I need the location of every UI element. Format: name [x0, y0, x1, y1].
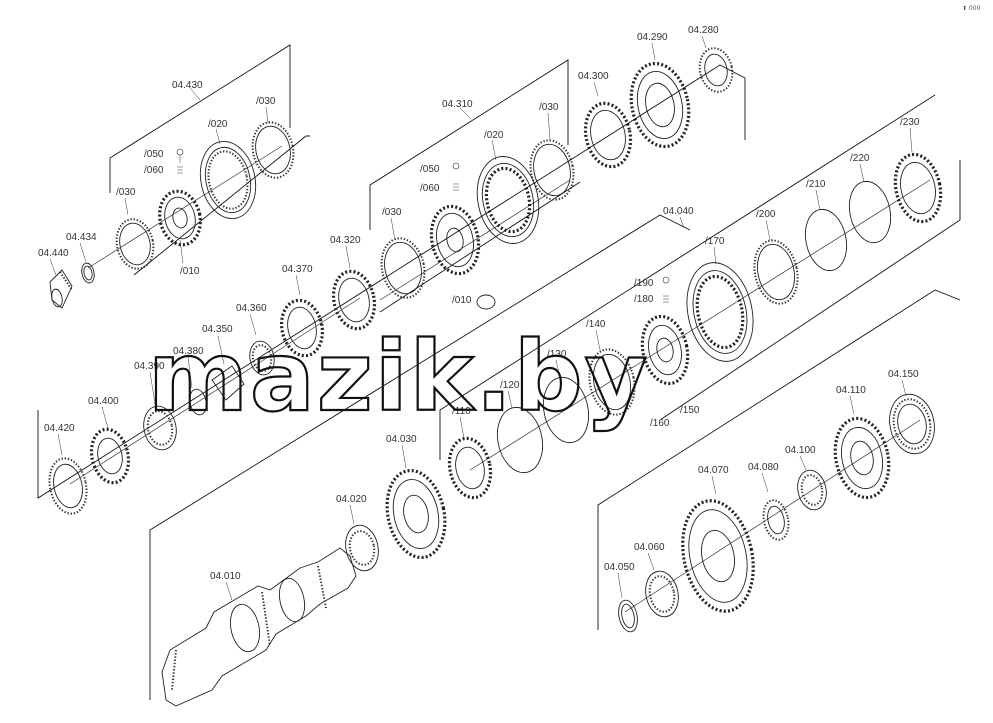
label-04-370: 04.370 [282, 264, 313, 275]
bracket-main-left [37, 64, 746, 499]
bracket-main-bottom [149, 214, 691, 700]
part-04-280: 04.280 [688, 25, 734, 93]
label-04-110: 04.110 [836, 385, 866, 396]
part-label-190: /190 [634, 278, 654, 289]
group-label-04-430: 04.430 [172, 80, 203, 91]
part-04-080: 04.080 [748, 462, 790, 541]
part-label-030-a: /030 [256, 96, 276, 107]
part-04-440: 04.440 [38, 248, 73, 309]
part-04-320: 04.320 [330, 235, 377, 331]
label-04-150: 04.150 [888, 369, 919, 380]
part-label-140: /140 [586, 319, 606, 330]
label-04-380: 04.380 [173, 346, 204, 357]
group-04-040: 04.040 /230 /220 /210 /200 /170 /190 /18… [439, 94, 961, 500]
part-label-210: /210 [806, 179, 826, 190]
label-04-400: 04.400 [88, 396, 119, 407]
label-04-320: 04.320 [330, 235, 361, 246]
part-label-120: /120 [500, 380, 520, 391]
part-04-300: 04.300 [578, 71, 633, 169]
label-04-050: 04.050 [604, 562, 635, 573]
group-04-430: 04.430 /030 /020 /050 /060 /010 /030 [87, 44, 310, 277]
label-04-020: 04.020 [336, 494, 367, 505]
part-04-010-shaft: 04.010 [161, 547, 357, 707]
part-04-150: 04.150 [888, 369, 935, 455]
part-label-310-010: /010 [452, 295, 472, 306]
label-04-434: 04.434 [66, 232, 97, 243]
part-label-310-030-a: /030 [539, 102, 559, 113]
part-04-390: 04.390 [134, 361, 177, 451]
part-04-400: 04.400 [88, 396, 131, 485]
part-label-170: /170 [705, 236, 725, 247]
part-04-100: 04.100 [785, 445, 827, 511]
label-04-100: 04.100 [785, 445, 816, 456]
label-04-440: 04.440 [38, 248, 69, 259]
part-04-370: 04.370 [279, 264, 325, 358]
part-label-020: /020 [208, 119, 228, 130]
part-04-360: 04.360 [236, 303, 275, 376]
part-04-020: 04.020 [336, 494, 379, 572]
part-label-310-020: /020 [484, 130, 504, 141]
label-04-390: 04.390 [134, 361, 165, 372]
label-04-280: 04.280 [688, 25, 719, 36]
part-04-434: 04.434 [66, 232, 97, 284]
part-label-150: /150 [680, 405, 700, 416]
part-04-290: 04.290 [629, 32, 691, 149]
part-04-050: 04.050 [604, 562, 638, 633]
group-label-04-310: 04.310 [442, 99, 473, 110]
part-04-030: 04.030 [385, 434, 447, 560]
group-label-04-040: 04.040 [663, 206, 694, 217]
part-label-310-060: /060 [420, 183, 440, 194]
label-04-030: 04.030 [386, 434, 417, 445]
part-04-350: 04.350 [202, 324, 245, 401]
label-04-420: 04.420 [44, 423, 75, 434]
part-04-380: 04.380 [173, 346, 207, 416]
group-04-310: 04.310 /030 /020 /050 /060 /010 /030 [369, 59, 581, 313]
watermark-text: mazik.by [148, 321, 649, 433]
label-04-060: 04.060 [634, 542, 665, 553]
label-04-290: 04.290 [637, 32, 668, 43]
bracket-bottom-right [597, 289, 961, 630]
label-04-010: 04.010 [210, 571, 241, 582]
part-label-030-b: /030 [116, 187, 136, 198]
part-label-230: /230 [900, 117, 920, 128]
label-04-080: 04.080 [748, 462, 779, 473]
part-label-050: /050 [144, 149, 164, 160]
label-04-360: 04.360 [236, 303, 267, 314]
label-04-070: 04.070 [698, 465, 729, 476]
corner-mark: ⬆ 000 [962, 5, 981, 12]
part-label-310-030-b: /030 [382, 207, 402, 218]
label-04-350: 04.350 [202, 324, 233, 335]
part-04-060: 04.060 [634, 542, 679, 618]
label-04-300: 04.300 [578, 71, 609, 82]
part-04-420: 04.420 [44, 423, 88, 515]
part-label-160: /160 [650, 418, 670, 429]
part-04-070: 04.070 [681, 465, 755, 613]
part-label-310-050: /050 [420, 164, 440, 175]
part-label-010: /010 [180, 266, 200, 277]
part-label-130: /130 [547, 349, 567, 360]
part-label-060: /060 [144, 165, 164, 176]
part-label-180: /180 [634, 294, 654, 305]
part-04-110: 04.110 [833, 385, 891, 500]
part-label-200: /200 [756, 209, 776, 220]
part-label-110: /110 [452, 406, 471, 417]
part-label-220: /220 [850, 153, 870, 164]
